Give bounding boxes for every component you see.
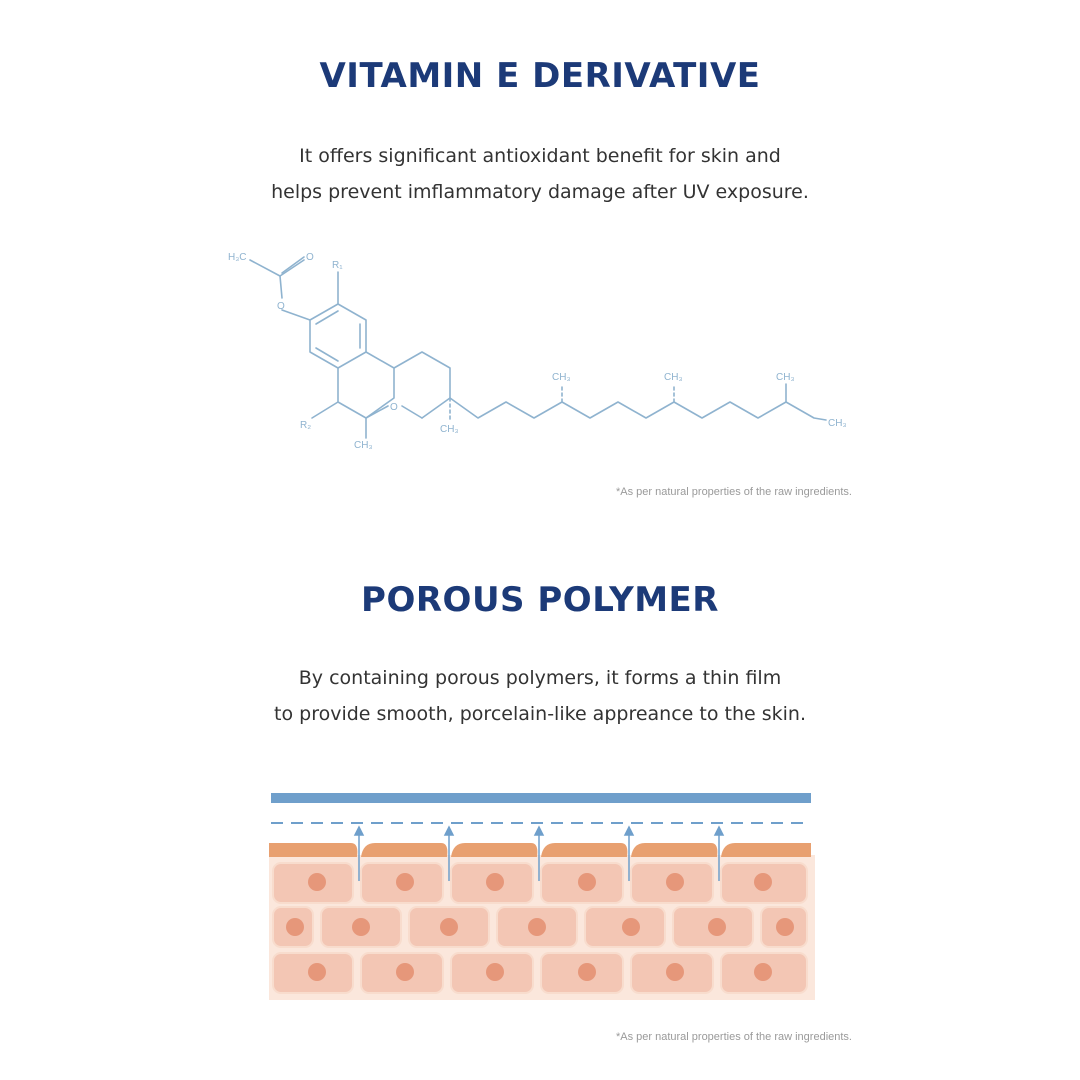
skin-surface-layer bbox=[269, 843, 811, 857]
molecule-label-ch3: CH₃ bbox=[440, 424, 459, 435]
description-line: helps prevent imflammatory damage after … bbox=[271, 181, 809, 203]
description-line: It offers significant antioxidant benefi… bbox=[299, 145, 781, 167]
molecule-label-h3c: H₃C bbox=[228, 252, 247, 263]
molecule-label-ch3: CH₃ bbox=[664, 372, 683, 383]
skin-film-illustration bbox=[269, 793, 815, 1000]
vitamin-e-molecule-diagram: H₃C O O R₁ R₂ O CH₃ CH₃ CH₃ CH₃ CH₃ CH₃ bbox=[228, 252, 847, 451]
molecule-label-o: O bbox=[306, 252, 314, 263]
section-title-vitamin-e: VITAMIN E DERIVATIVE bbox=[319, 56, 761, 96]
molecule-label-ch3: CH₃ bbox=[552, 372, 571, 383]
cell-nuclei bbox=[286, 873, 794, 981]
description-line: to provide smooth, porcelain-like apprea… bbox=[274, 703, 806, 725]
footnote: *As per natural properties of the raw in… bbox=[615, 486, 852, 498]
molecule-label-o: O bbox=[277, 301, 285, 312]
section-description-porous-polymer: By containing porous polymers, it forms … bbox=[0, 660, 1080, 732]
section-description-vitamin-e: It offers significant antioxidant benefi… bbox=[0, 138, 1080, 210]
footnote: *As per natural properties of the raw in… bbox=[615, 1031, 852, 1043]
molecule-label-ring-o: O bbox=[390, 402, 398, 413]
description-line: By containing porous polymers, it forms … bbox=[298, 667, 782, 689]
upward-arrows bbox=[353, 825, 725, 881]
molecule-label-r2: R₂ bbox=[300, 420, 311, 431]
molecule-label-ch3: CH₃ bbox=[354, 440, 373, 451]
section-title-porous-polymer: POROUS POLYMER bbox=[361, 580, 719, 620]
molecule-label-r1: R₁ bbox=[332, 260, 343, 271]
molecule-label-ch3: CH₃ bbox=[828, 418, 847, 429]
molecule-label-ch3: CH₃ bbox=[776, 372, 795, 383]
polymer-film-bar bbox=[271, 793, 811, 803]
